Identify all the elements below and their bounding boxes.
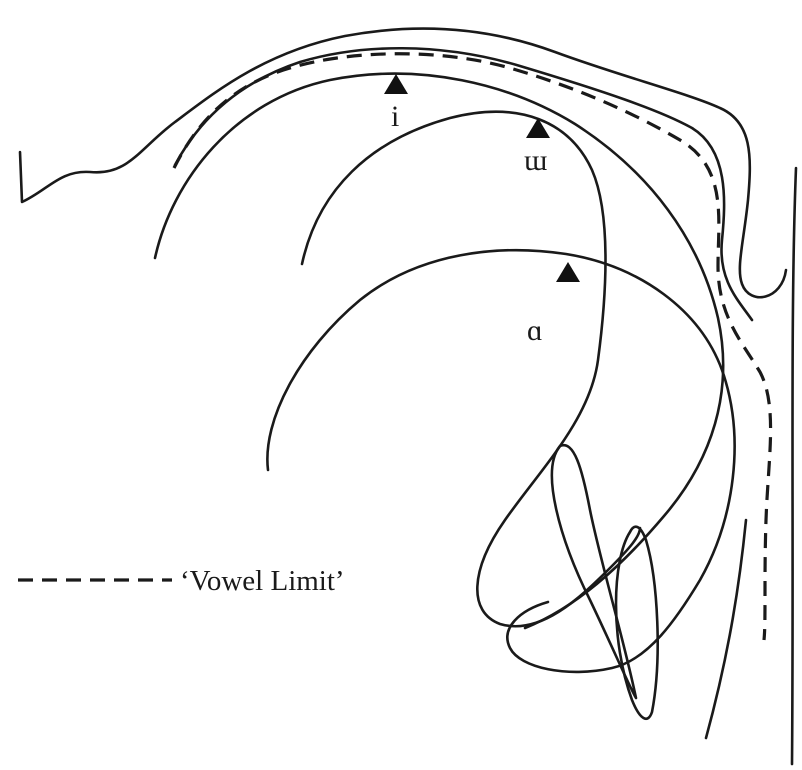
palate-outline [20,29,786,298]
legend-label: ‘Vowel Limit’ [180,565,345,597]
tongue-contour-a [267,250,734,672]
vowel-limit-contour [174,54,771,640]
epiglottis-fold [616,527,658,719]
epiglottis-loop [552,445,636,698]
vowel-label-u: ɯ [524,144,547,177]
triangle-icon [384,74,408,94]
triangle-icon [556,262,580,282]
tongue-contour-u [302,112,640,627]
vowel-label-a: ɑ [527,314,543,347]
tongue-contour-i [155,74,723,628]
pharynx-lower-line [706,520,746,738]
pharynx-wall [792,168,796,764]
vowel-label-i: i [391,100,399,133]
